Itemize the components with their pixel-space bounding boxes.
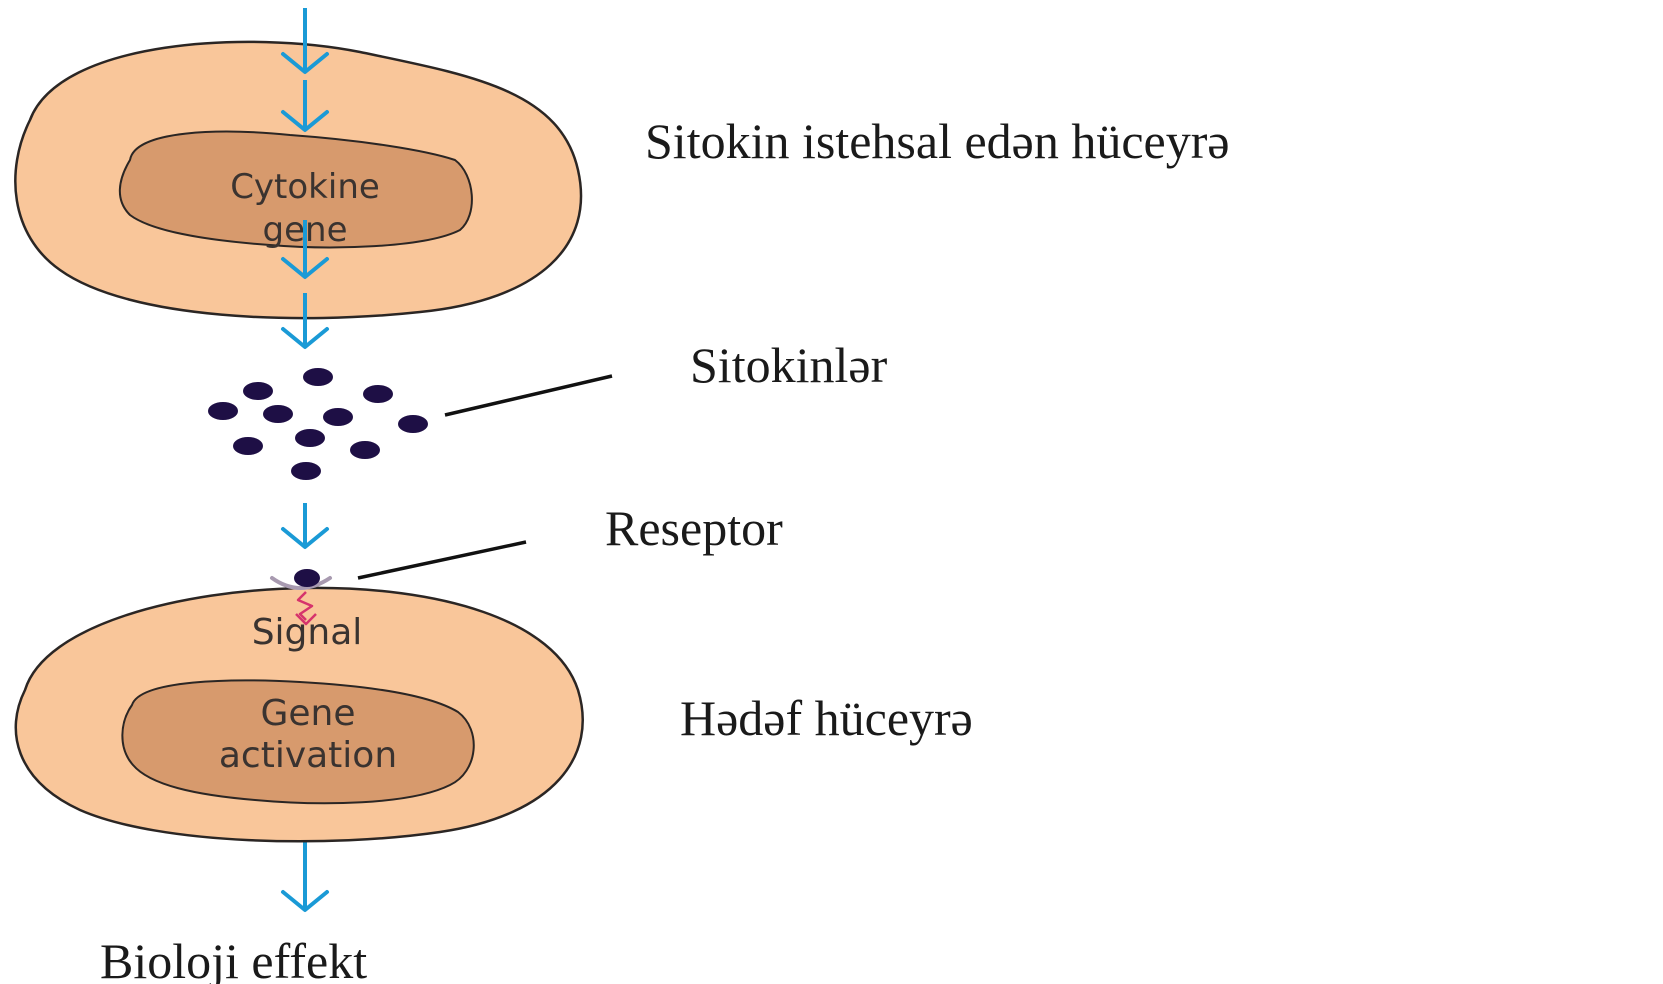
signal-label: Signal	[252, 612, 363, 653]
cytokine-dot-icon	[398, 415, 428, 433]
producing-cell: Cytokine gene	[15, 42, 581, 318]
target-cell-label: Hədəf hüceyrə	[680, 690, 973, 746]
target-nucleus-label-line1: Gene	[260, 693, 355, 734]
producing-cell-label: Sitokin istehsal edən hüceyrə	[645, 113, 1230, 169]
cytokine-cluster	[208, 368, 428, 480]
bound-cytokine-dot-icon	[294, 569, 320, 587]
receptor-leader-line	[358, 542, 526, 578]
cytokine-dot-icon	[303, 368, 333, 386]
receptor-label: Reseptor	[605, 500, 783, 556]
cytokines-label: Sitokinlər	[690, 337, 888, 393]
producing-nucleus-label-line1: Cytokine	[230, 167, 380, 207]
cytokine-dot-icon	[295, 429, 325, 447]
cytokine-dot-icon	[208, 402, 238, 420]
cytokine-dot-icon	[233, 437, 263, 455]
target-nucleus-label-line2: activation	[219, 735, 397, 776]
cytokine-dot-icon	[363, 385, 393, 403]
biological-effect-label: Bioloji effekt	[100, 933, 367, 984]
target-cell: Signal Gene activation	[16, 588, 583, 841]
cytokine-dot-icon	[350, 441, 380, 459]
cytokine-dot-icon	[323, 408, 353, 426]
cytokine-dot-icon	[291, 462, 321, 480]
cytokines-leader-line	[445, 376, 612, 415]
flow-arrow-icon	[283, 503, 327, 547]
cytokine-dot-icon	[263, 405, 293, 423]
cytokine-dot-icon	[243, 382, 273, 400]
